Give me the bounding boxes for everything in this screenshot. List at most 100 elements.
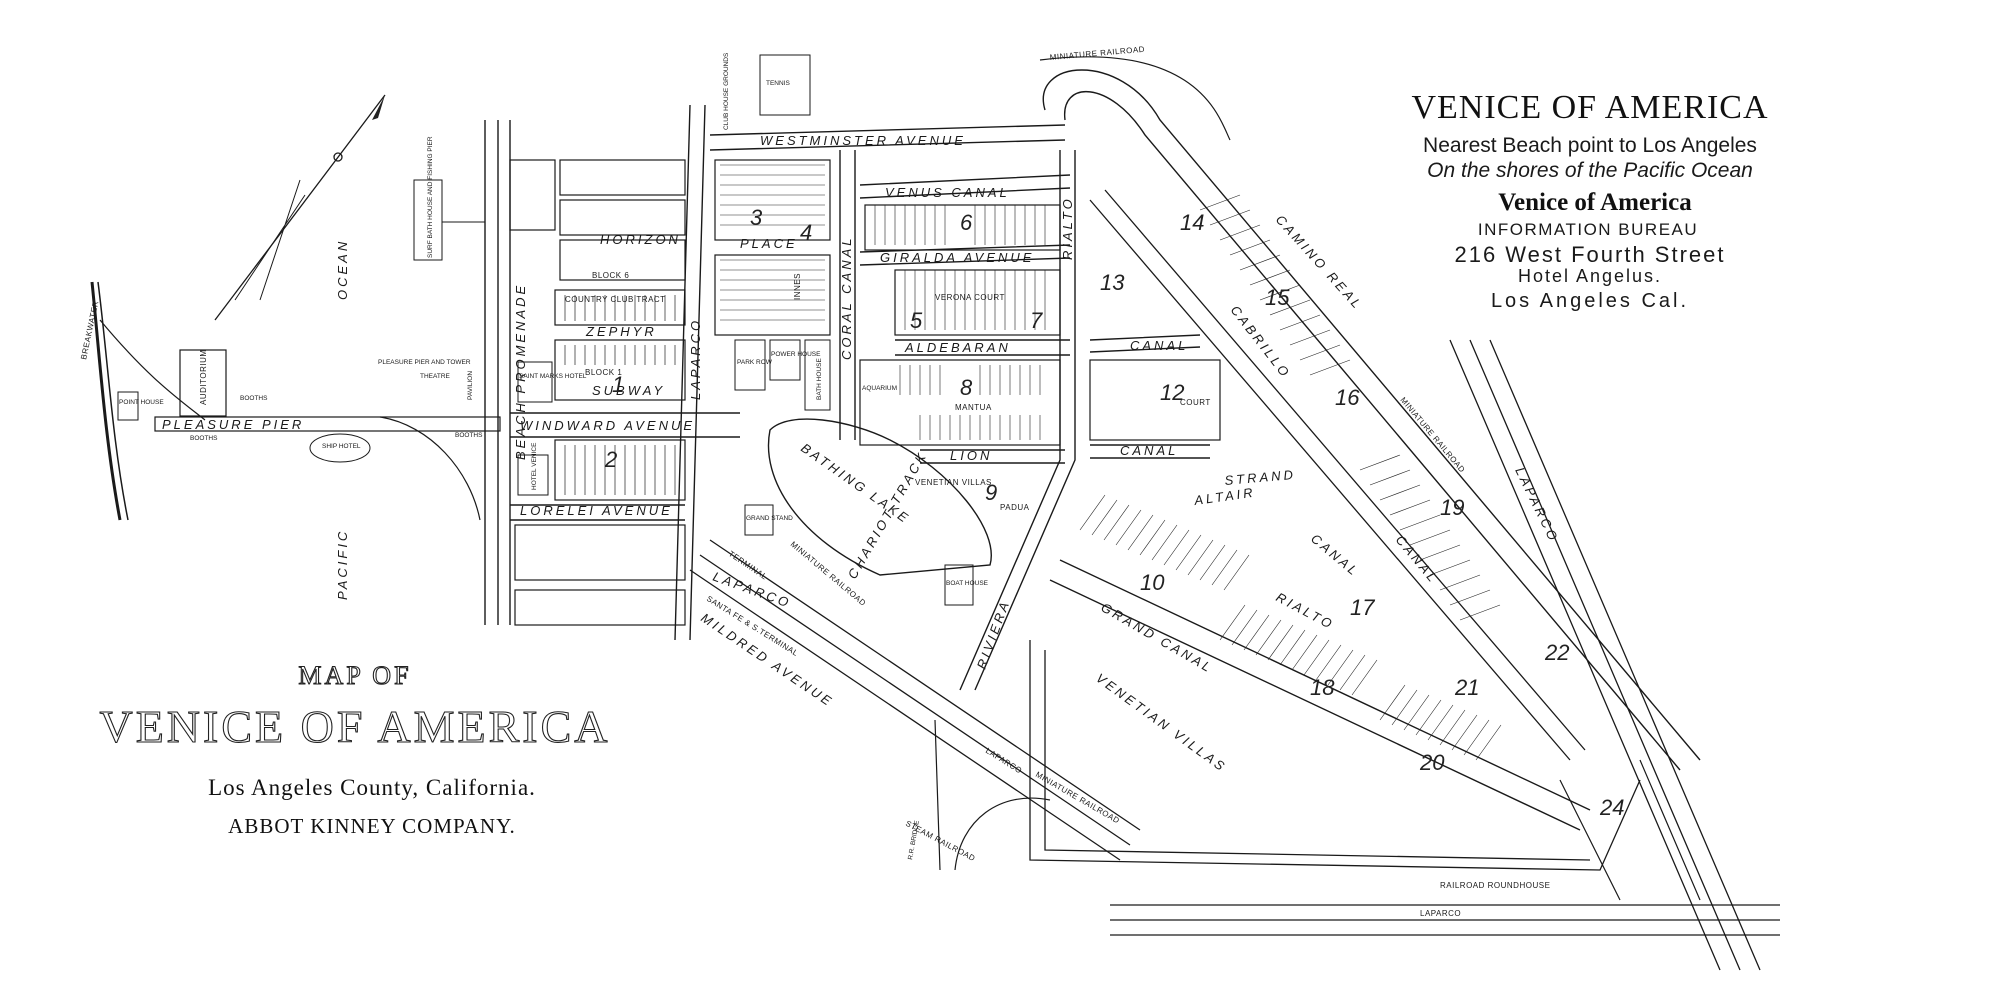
block-number-5: 5 bbox=[910, 308, 923, 333]
bath-house-label: BATH HOUSE bbox=[816, 358, 823, 400]
altair-label: ALTAIR bbox=[1192, 485, 1256, 509]
notice-address: 216 West Fourth Street bbox=[1454, 242, 1725, 267]
block-number-9: 9 bbox=[985, 480, 997, 505]
coral-canal-label: CORAL CANAL bbox=[839, 235, 854, 360]
left-district: BEACH PROMENADE HORIZON BLOCK 6 COUNTRY … bbox=[484, 120, 740, 626]
block-number-16: 16 bbox=[1335, 385, 1360, 410]
map-title-line-1: MAP OF bbox=[298, 661, 411, 690]
place-label: PLACE bbox=[740, 236, 798, 251]
block-number-18: 17 bbox=[1350, 595, 1375, 620]
club-house-label: CLUB HOUSE GROUNDS bbox=[723, 52, 730, 130]
block-number-3: 3 bbox=[750, 205, 763, 230]
block-number-14: 14 bbox=[1180, 210, 1204, 235]
booths-label-3: BOOTHS bbox=[455, 432, 483, 439]
notice-city: Los Angeles Cal. bbox=[1491, 290, 1689, 312]
block-number-21: 21 bbox=[1454, 675, 1479, 700]
canal-1-label: CANAL bbox=[1130, 338, 1188, 353]
pleasure-pier-tower-label: PLEASURE PIER AND TOWER bbox=[378, 359, 471, 366]
court-label: COURT bbox=[1180, 398, 1211, 407]
north-arrow-icon bbox=[214, 94, 386, 321]
lion-label: LION bbox=[950, 448, 992, 463]
notice-gothic-name: Venice of America bbox=[1498, 189, 1692, 216]
booths-label-2: BOOTHS bbox=[190, 435, 218, 442]
map-title-block: MAP OF VENICE OF AMERICA Los Angeles Cou… bbox=[99, 660, 610, 838]
ocean-area: BREAKWATER POINT HOUSE PLEASURE PIER AUD… bbox=[79, 94, 501, 600]
block-number-1: 1 bbox=[612, 372, 624, 397]
grand-stand-label: GRAND STAND bbox=[746, 515, 793, 522]
block-number-24: 24 bbox=[1599, 795, 1624, 820]
point-house-label: POINT HOUSE bbox=[119, 399, 164, 406]
booths-label-1: BOOTHS bbox=[240, 395, 268, 402]
aquarium-label: AQUARIUM bbox=[862, 385, 897, 392]
windward-avenue-label: WINDWARD AVENUE bbox=[520, 418, 695, 433]
block-number-17: 19 bbox=[1440, 495, 1464, 520]
pacific-label: PACIFIC bbox=[335, 529, 350, 600]
ship-hotel-label: SHIP HOTEL bbox=[322, 443, 361, 450]
block-number-15: 15 bbox=[1265, 285, 1290, 310]
canal-3-label: CANAL bbox=[1308, 531, 1362, 580]
block-6-label: BLOCK 6 bbox=[592, 271, 629, 280]
ship-hotel bbox=[309, 433, 371, 463]
aldebaran-label: ALDEBARAN bbox=[904, 340, 1011, 355]
pavilion-label: PAVILION bbox=[467, 371, 474, 400]
zephyr-label: ZEPHYR bbox=[585, 324, 657, 339]
canal-2-label: CANAL bbox=[1120, 443, 1178, 458]
block-number-4: 4 bbox=[800, 220, 812, 245]
map-title-line-2: VENICE OF AMERICA bbox=[99, 701, 610, 752]
information-notice: VENICE OF AMERICA Nearest Beach point to… bbox=[1411, 89, 1768, 312]
pleasure-pier bbox=[154, 416, 501, 432]
boat-house-label: BOAT HOUSE bbox=[946, 580, 989, 587]
pleasure-pier-label: PLEASURE PIER bbox=[162, 417, 304, 432]
innes-label: INNES bbox=[793, 273, 802, 300]
map-title-county: Los Angeles County, California. bbox=[208, 775, 536, 800]
ocean-label: OCEAN bbox=[335, 239, 350, 300]
venus-canal-label: VENUS CANAL bbox=[885, 185, 1010, 200]
block-number-7: 7 bbox=[1030, 308, 1043, 333]
miniature-railroad-bottom-label: MINIATURE RAILROAD bbox=[1034, 770, 1121, 826]
notice-title: VENICE OF AMERICA bbox=[1411, 89, 1768, 126]
mantua-label: MANTUA bbox=[955, 403, 992, 412]
cabrillo-label: CABRILLO bbox=[1228, 303, 1294, 382]
mildred-avenue-label: MILDRED AVENUE bbox=[698, 610, 836, 710]
block-number-8: 8 bbox=[960, 375, 973, 400]
horizon-label: HORIZON bbox=[600, 232, 681, 247]
saint-marks-label: SAINT MARKS HOTEL bbox=[519, 373, 587, 380]
canal-4-label: CANAL bbox=[1393, 532, 1442, 586]
lapparco-label-3: LAPARCO bbox=[984, 746, 1024, 775]
auditorium bbox=[179, 349, 227, 417]
notice-bureau: INFORMATION BUREAU bbox=[1478, 220, 1698, 239]
bathing-lake bbox=[767, 418, 992, 576]
block-number-22: 22 bbox=[1544, 640, 1569, 665]
block-number-10: 10 bbox=[1140, 570, 1165, 595]
surf-bath-label: SURF BATH HOUSE AND FISHING PIER bbox=[427, 136, 434, 258]
surf-bath-house bbox=[413, 179, 443, 261]
giralda-avenue-label: GIRALDA AVENUE bbox=[880, 250, 1034, 265]
auditorium-label: AUDITORIUM bbox=[199, 349, 208, 405]
notice-line-1: Nearest Beach point to Los Angeles bbox=[1423, 134, 1757, 157]
miniature-railroad-right-label: MINIATURE RAILROAD bbox=[1398, 396, 1466, 475]
padua-label: PADUA bbox=[1000, 503, 1030, 512]
block-number-19: 18 bbox=[1310, 675, 1335, 700]
block-number-20: 20 bbox=[1419, 750, 1445, 775]
chariot-track-label: CHARIOT TRACK bbox=[845, 448, 931, 581]
verona-court-label: VERONA COURT bbox=[935, 293, 1005, 302]
rialto-2-label: RIALTO bbox=[1274, 589, 1337, 632]
block-number-12: 12 bbox=[1160, 380, 1184, 405]
map-title-company: ABBOT KINNEY COMPANY. bbox=[228, 814, 516, 838]
breakwater-line bbox=[90, 281, 122, 521]
venetian-villas-label: VENETIAN VILLAS bbox=[1093, 670, 1229, 775]
lapparco-label-4: LAPARCO bbox=[1512, 465, 1562, 545]
block-number-6: 6 bbox=[960, 210, 973, 235]
beach-promenade-label: BEACH PROMENADE bbox=[513, 283, 528, 460]
subway-label: SUBWAY bbox=[592, 383, 665, 398]
lapparco-co-bottom-label: LAPARCO bbox=[1420, 909, 1461, 918]
venetian-villas-small-label: VENETIAN VILLAS bbox=[915, 478, 992, 487]
strand-label: STRAND bbox=[1224, 467, 1296, 488]
park-row-label: PARK ROW bbox=[737, 359, 773, 366]
point-house bbox=[117, 391, 139, 421]
railroads: TERMINAL MINIATURE RAILROAD LAPARCO SANT… bbox=[689, 45, 1780, 971]
rialto-label: RIALTO bbox=[1060, 196, 1075, 260]
notice-hotel: Hotel Angelus. bbox=[1518, 266, 1662, 286]
block-1-label: BLOCK 1 bbox=[585, 368, 622, 377]
